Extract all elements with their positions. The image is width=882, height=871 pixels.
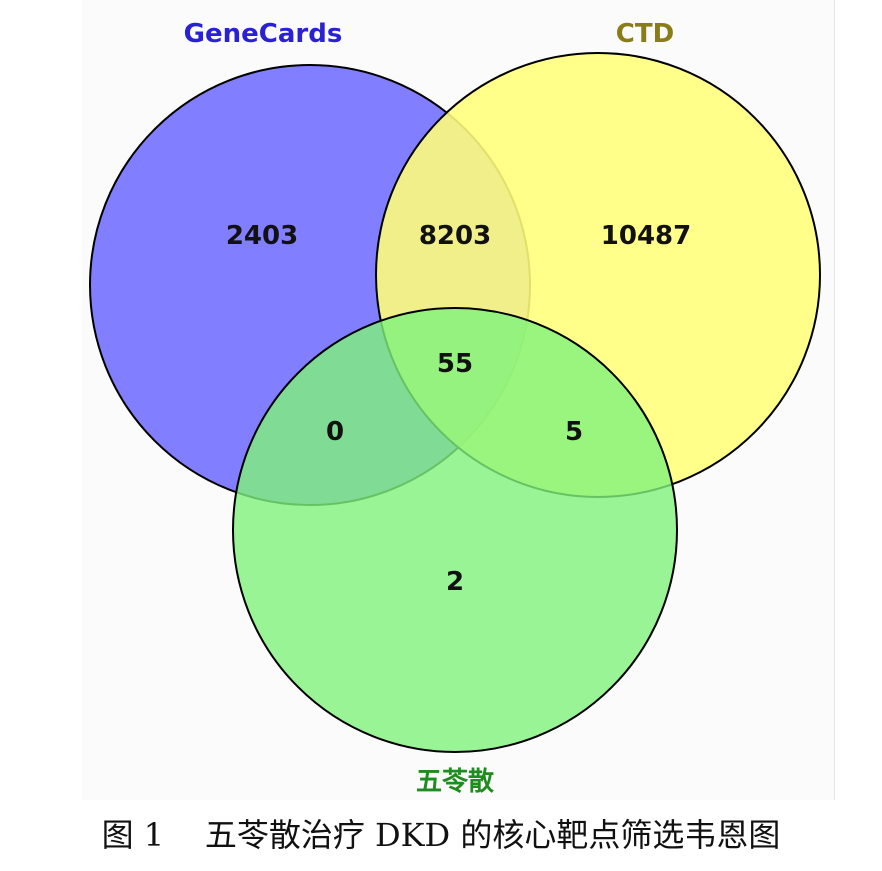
count-ctd-wuling: 5 (565, 417, 583, 447)
set-label-wuling: 五苓散 (416, 767, 494, 797)
figure-caption: 图 1 五苓散治疗 DKD 的核心靶点筛选韦恩图 (101, 816, 781, 854)
count-ctd-only: 10487 (601, 221, 691, 251)
count-genecards-ctd: 8203 (419, 221, 491, 251)
set-label-genecards: GeneCards (184, 19, 343, 49)
count-genecards-wuling: 0 (326, 417, 344, 447)
count-genecards-only: 2403 (226, 221, 298, 251)
set-label-ctd: CTD (616, 19, 674, 49)
count-all-three: 55 (437, 349, 473, 379)
wuling-circle (232, 307, 678, 753)
count-wuling-only: 2 (446, 567, 464, 597)
